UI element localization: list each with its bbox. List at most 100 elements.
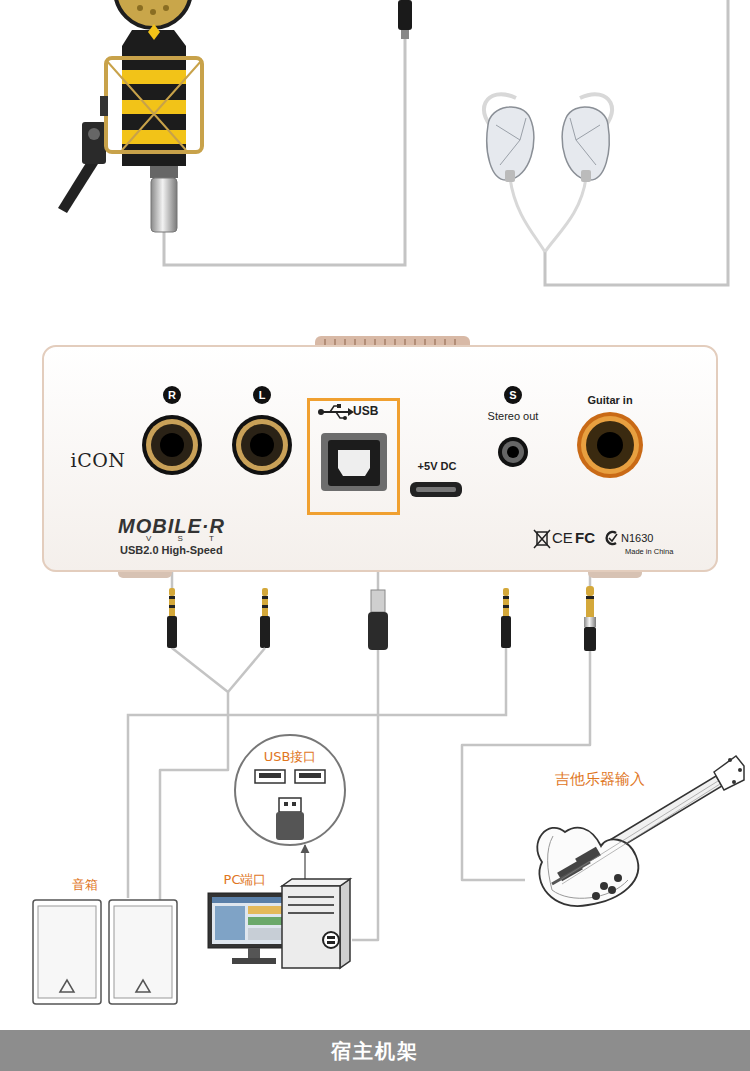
output-jack-part [142, 415, 202, 475]
in-ear-monitors-part [570, 118, 600, 165]
usb-callout-figure-part [259, 773, 281, 778]
stereo-out-jack-part [498, 437, 528, 467]
device-label: 音箱 [72, 878, 98, 893]
stereo-out-jack-part [507, 446, 519, 458]
speaker-illustration-part [38, 906, 96, 998]
usb-b-port [318, 404, 387, 491]
callout-label: USB接口 [264, 750, 317, 765]
usb-callout-figure-part [295, 770, 325, 783]
guitar-input-jack-part [597, 432, 623, 458]
computer-illustration-part [327, 941, 335, 944]
usb-callout-figure-part [255, 770, 285, 783]
audio-plug [167, 586, 596, 651]
usb-plug [368, 590, 388, 650]
speaker-illustration-part [109, 900, 177, 1004]
device-label: PC端口 [224, 873, 267, 888]
microphone-illustration-part [150, 166, 178, 178]
speaker-illustration [33, 898, 177, 1004]
top-wire [164, 0, 728, 285]
usb-callout-figure-part [235, 735, 345, 845]
in-ear-monitors-part [496, 118, 526, 165]
speaker-illustration-part [136, 980, 150, 992]
usb-b-port-part [328, 440, 380, 486]
usb-port-highlight: USB [307, 398, 400, 515]
usb-b-port-part [321, 433, 387, 491]
interface-housing-part [42, 345, 718, 572]
guitar-illustration-part [592, 892, 600, 900]
computer-illustration-part [248, 948, 260, 958]
audio-wire-part [228, 648, 265, 692]
micro-usb-port-part [416, 487, 456, 492]
guitar-input-jack-part [581, 416, 639, 474]
audio-plug-part [262, 599, 268, 605]
audio-plug-part [586, 586, 594, 596]
origin-text: Made in China [625, 548, 673, 557]
audio-plug-part [584, 627, 596, 651]
speaker-illustration-part [33, 900, 101, 1004]
micro-usb-port-part [410, 482, 462, 497]
speaker-pair: 音箱 [30, 898, 180, 1006]
audio-wire-part [128, 648, 506, 898]
audio-plug-part [586, 599, 594, 617]
output-jack-part [250, 433, 274, 457]
compliance-marks-part [609, 534, 617, 541]
computer-illustration-part [327, 936, 335, 939]
micro-usb-port [410, 482, 462, 497]
microphone-illustration-part [151, 178, 177, 232]
microphone-illustration-part [122, 130, 186, 144]
output-jack-part [160, 433, 184, 457]
model-name: MOBILE·R [118, 515, 225, 538]
usb-b-port-part [338, 450, 370, 476]
guitar-illustration-part [600, 882, 608, 890]
port-label: Stereo out [488, 410, 539, 423]
usb-plug-part [371, 590, 385, 612]
compliance-mark: FC [575, 529, 595, 546]
guitar-illustration-part [537, 828, 638, 906]
microphone-illustration [58, 0, 202, 232]
audio-plug-part [262, 605, 268, 608]
computer-figure: PC端口 [205, 885, 352, 975]
guitar-illustration-part [728, 758, 732, 762]
computer-illustration-part [282, 879, 350, 886]
port-label: Guitar in [587, 394, 632, 407]
speaker-illustration-part [114, 906, 172, 998]
interface-housing [42, 336, 718, 578]
channel-badge: S [504, 386, 522, 404]
microphone-illustration-part [106, 60, 202, 150]
microphone-illustration-part [88, 128, 100, 140]
microphone-illustration-part [82, 122, 106, 164]
footer-band: 宿主机架 [0, 1030, 750, 1071]
usb-callout-figure-part [279, 798, 301, 812]
output-jack-part [232, 415, 292, 475]
guitar-figure: 吉他乐器输入 [525, 752, 748, 912]
spec-text: USB2.0 High-Speed [120, 544, 223, 557]
guitar-input-jack [577, 412, 643, 478]
audio-plug-part [503, 605, 509, 608]
usb-callout-figure-part [299, 773, 321, 778]
top-wire-part [545, 0, 728, 285]
audio-plug-part [262, 596, 268, 599]
usb-b-port-part [343, 416, 347, 420]
brand-logo: iCON [71, 450, 126, 472]
audio-plug-part [169, 588, 175, 596]
microphone-illustration-part [150, 9, 156, 15]
computer-illustration-part [232, 958, 276, 964]
computer-illustration-part [288, 897, 334, 913]
port-label: +5V DC [418, 460, 457, 473]
cable-plug [398, 0, 412, 39]
guitar-illustration-part [548, 836, 628, 898]
microphone-illustration-part [122, 70, 186, 84]
output-jack-part [151, 424, 193, 466]
audio-plug-part [167, 616, 177, 648]
audio-plug-part [262, 608, 268, 616]
port-label: USB [353, 405, 378, 419]
channel-letter: S [509, 389, 516, 402]
output-jack-part [241, 424, 283, 466]
audio-plug-part [586, 596, 594, 599]
audio-plug-part [503, 599, 509, 605]
compliance-mark: CE [552, 529, 573, 546]
interface-body: iCONStereo outGuitar in+5V DCMOBILE·RV S… [42, 345, 718, 572]
channel-badge: L [253, 386, 271, 404]
microphone-illustration-part [148, 24, 160, 40]
